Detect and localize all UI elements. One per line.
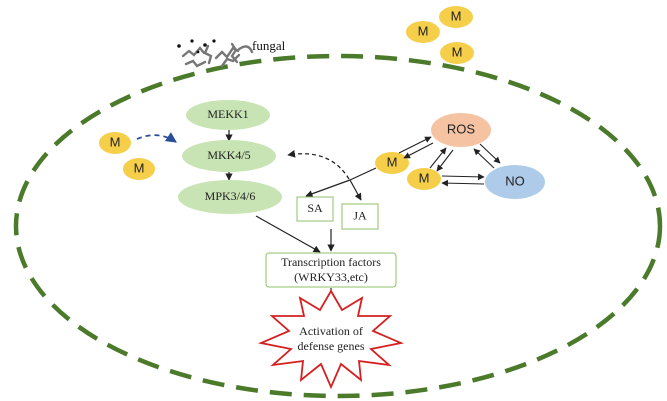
svg-text:MEKK1: MEKK1	[207, 107, 248, 121]
activation-label-line2: defense genes	[298, 339, 365, 353]
mpk346-node: MPK3/4/6	[178, 180, 282, 214]
ros-no-exchange-arrows	[398, 136, 501, 187]
ros-node: ROS	[431, 113, 491, 147]
m-molecule: M	[123, 158, 155, 180]
svg-text:SA: SA	[307, 201, 323, 215]
branch-to-mkk-dashed-arrow	[287, 150, 350, 180]
svg-text:M: M	[387, 154, 398, 169]
m-molecule: M	[375, 152, 409, 174]
m-molecule: M	[407, 168, 441, 190]
svg-text:JA: JA	[353, 208, 367, 222]
svg-text:M: M	[134, 160, 145, 175]
activation-label-line1: Activation of	[299, 324, 363, 338]
fungal-hyphae-icon	[181, 42, 254, 68]
svg-text:M: M	[110, 134, 121, 149]
m-molecule: M	[99, 132, 131, 154]
svg-text:ROS: ROS	[447, 121, 476, 136]
m-to-mkk-dashed-arrow	[136, 132, 177, 143]
cell-membrane	[13, 53, 663, 399]
svg-text:M: M	[452, 44, 463, 59]
svg-text:M: M	[451, 8, 462, 23]
svg-text:(WRKY33,etc): (WRKY33,etc)	[294, 270, 368, 284]
svg-text:MKK4/5: MKK4/5	[207, 148, 250, 162]
m-molecule: M	[440, 42, 474, 64]
svg-text:Transcription factors: Transcription factors	[281, 255, 381, 269]
mpk-to-tf-arrow	[255, 215, 321, 253]
fungal-label: fungal	[252, 38, 286, 53]
m-to-sa-ja-branch	[305, 167, 377, 201]
m-molecule: M	[439, 6, 473, 28]
transcription-factors-node: Transcription factors (WRKY33,etc)	[265, 252, 397, 288]
ja-node: JA	[341, 203, 379, 230]
no-node: NO	[485, 165, 545, 199]
m-molecule: M	[406, 21, 440, 43]
svg-text:M: M	[419, 170, 430, 185]
sa-node: SA	[296, 196, 334, 222]
svg-text:M: M	[418, 23, 429, 38]
svg-text:MPK3/4/6: MPK3/4/6	[205, 189, 256, 203]
mkk45-node: MKK4/5	[182, 140, 276, 172]
svg-text:NO: NO	[505, 173, 525, 188]
mekk1-node: MEKK1	[186, 100, 270, 130]
spores-icon	[177, 39, 216, 54]
starburst-icon	[257, 289, 405, 390]
